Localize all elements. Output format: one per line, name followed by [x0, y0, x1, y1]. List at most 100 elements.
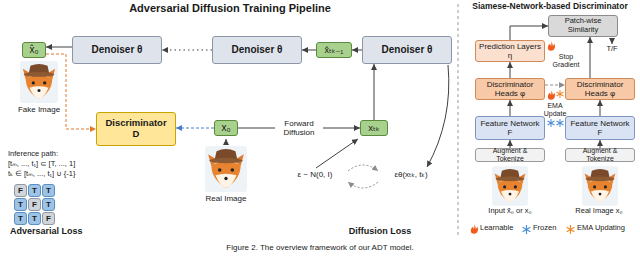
node-text: Denoiser θ	[382, 44, 433, 56]
prediction-label: εθ(xₜₖ, tₖ)	[380, 170, 442, 179]
ema-icon	[557, 90, 564, 98]
connector	[162, 50, 212, 51]
connector	[545, 85, 565, 86]
figure-caption: Figure 2. The overview framework of our …	[0, 243, 640, 252]
legend-text: Learnable	[480, 224, 513, 233]
connector	[46, 47, 72, 48]
variable-box: xₜₖ	[360, 120, 388, 136]
legend-text: Frozen	[533, 224, 556, 233]
real-image	[205, 146, 247, 192]
augment-box: Augment & Tokenize	[475, 148, 545, 162]
panel-separator	[458, 4, 459, 238]
prediction-box: Prediction Layers η	[475, 40, 545, 62]
image-caption: Real Image x₀	[560, 207, 638, 216]
variable-box: x₀	[214, 120, 238, 136]
augment-box: Augment & Tokenize	[565, 148, 635, 162]
path-cell: T	[28, 184, 41, 197]
variable-box: x̂ₜₖ₋₁	[316, 42, 352, 58]
connector	[374, 64, 375, 120]
discriminator-box: DiscriminatorD	[96, 112, 176, 146]
node-text: Augment & Tokenize	[568, 147, 632, 163]
node-text: T	[32, 186, 37, 195]
image-caption: Input x̂₀ or x₀	[462, 207, 558, 216]
node-text: F	[46, 214, 51, 223]
connector	[46, 54, 96, 129]
noise-label: ε ~ N(0, I)	[284, 170, 346, 179]
legend-icon	[567, 225, 575, 234]
loss-loop	[348, 182, 378, 188]
image-caption: Real Image	[198, 194, 254, 203]
node-text: xₜₖ	[368, 123, 380, 134]
connector	[590, 37, 591, 78]
node-text: x̂₀	[29, 44, 38, 56]
node-text: T	[46, 186, 51, 195]
node-text: Feature Network F	[478, 119, 542, 137]
path-cell: T	[28, 212, 41, 225]
node-text: T	[18, 200, 23, 209]
inference-note: [tₘ, ..., t₁] ⊂ [T, ..., 1]	[8, 160, 158, 169]
node-text: T	[46, 200, 51, 209]
frozen-icon	[548, 119, 555, 127]
image-caption: Fake Image	[14, 105, 64, 114]
note-label: EMA Update	[540, 102, 570, 118]
path-cell: F	[42, 212, 55, 225]
denoiser-box: Denoiser θ	[362, 36, 452, 64]
path-cell: F	[28, 198, 41, 211]
node-text: x̂ₜₖ₋₁	[325, 45, 344, 55]
connector	[510, 140, 511, 148]
loss-loop	[348, 165, 378, 171]
path-cell: T	[14, 198, 27, 211]
feature-box: Feature Network F	[565, 116, 635, 140]
loss-label: Adversarial Loss	[10, 226, 110, 236]
connector	[510, 100, 511, 116]
prediction-arrow	[427, 65, 449, 167]
node-text: Discriminator Heads φ	[568, 80, 632, 98]
note-label: Stop Gradient	[546, 53, 586, 69]
arrow	[226, 139, 227, 144]
panel-title: Adversarial Diffusion Training Pipeline	[90, 2, 370, 15]
node-text: Discriminator Heads φ	[478, 80, 542, 98]
connector	[176, 128, 214, 129]
connector	[510, 26, 548, 40]
node-text: Feature Network F	[568, 119, 632, 137]
learnable-icon	[548, 41, 555, 51]
frozen-icon	[557, 119, 564, 127]
connector	[352, 50, 362, 51]
head-box: Discriminator Heads φ	[475, 78, 545, 100]
node-text: x₀	[221, 122, 230, 134]
input-image	[492, 166, 528, 206]
variable-box: x̂₀	[22, 42, 46, 58]
feature-box: Feature Network F	[475, 116, 545, 140]
node-text: T	[18, 214, 23, 223]
legend-icon	[523, 225, 531, 234]
panel-title: Siamese-Network-based Discriminator	[462, 2, 638, 12]
node-text: Augment & Tokenize	[478, 147, 542, 163]
inference-note: tₖ ∈ [tₘ, ..., t₁] ∪ {-1}	[8, 170, 158, 179]
connector	[600, 100, 601, 116]
output-label: T/F	[600, 45, 624, 54]
fake-image	[20, 61, 58, 103]
edge-label: Forward Diffusion	[275, 119, 323, 137]
noise-arrow	[316, 139, 358, 168]
denoiser-box: Denoiser θ	[72, 36, 162, 64]
node-text: Prediction Layers η	[478, 42, 542, 60]
connector	[510, 62, 511, 78]
output-arrow	[612, 38, 613, 44]
node-text: Denoiser θ	[232, 44, 283, 56]
node-text: F	[18, 186, 23, 195]
node-text: Patch-wise Similarity	[551, 17, 615, 34]
real-image	[582, 166, 618, 206]
legend-text: EMA Updating	[577, 224, 625, 233]
similarity-box: Patch-wise Similarity	[548, 15, 618, 37]
loss-label: Diffusion Loss	[330, 226, 430, 236]
path-cell: T	[14, 212, 27, 225]
learnable-icon	[548, 90, 555, 100]
path-cell: T	[42, 184, 55, 197]
node-text: Denoiser θ	[92, 44, 143, 56]
path-cell: F	[14, 184, 27, 197]
denoiser-box: Denoiser θ	[212, 36, 302, 64]
path-cell: T	[42, 198, 55, 211]
node-text: F	[32, 200, 37, 209]
